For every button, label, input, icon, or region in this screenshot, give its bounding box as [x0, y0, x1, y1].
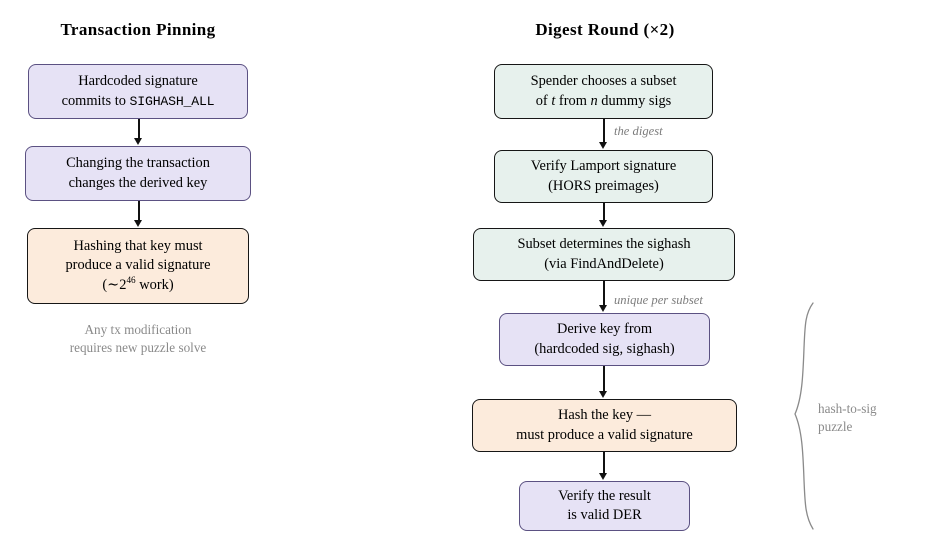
node-spender-chooses-subset: Spender chooses a subset of t from n dum…: [494, 64, 713, 119]
node-subset-determines-sighash: Subset determines the sighash (via FindA…: [473, 228, 735, 281]
node-line: Verify the result: [558, 487, 651, 504]
node-line: (HORS preimages): [548, 177, 659, 194]
node-hardcoded-signature: Hardcoded signature commits to SIGHASH_A…: [28, 64, 248, 119]
curly-brace-icon: [794, 302, 814, 530]
node-line: produce a valid signature: [65, 257, 211, 274]
brace-label-line: puzzle: [818, 419, 853, 435]
node-line: Spender chooses a subset: [530, 73, 677, 90]
node-line: Changing the transaction: [66, 155, 210, 172]
left-column-caption: Any tx modification requires new puzzle …: [18, 321, 258, 357]
node-line: must produce a valid signature: [516, 426, 693, 443]
node-verify-der: Verify the result is valid DER: [519, 481, 690, 531]
node-line: Hash the key —: [557, 407, 652, 424]
hash-to-sig-brace: [786, 300, 822, 537]
caption-line: requires new puzzle solve: [69, 340, 207, 356]
left-column-title: Transaction Pinning: [60, 20, 216, 39]
node-hash-the-key: Hash the key — must produce a valid sign…: [472, 399, 737, 452]
edge-label-unique-per-subset: unique per subset: [614, 293, 703, 307]
caption-line: Any tx modification: [84, 322, 192, 337]
node-line: Derive key from: [556, 321, 653, 338]
node-line: Hardcoded signature: [78, 73, 198, 90]
node-changing-transaction: Changing the transaction changes the der…: [25, 146, 251, 201]
edge-label-the-digest: the digest: [614, 124, 663, 138]
node-line: of t from n dummy sigs: [535, 92, 672, 109]
hash-to-sig-label: hash-to-sig puzzle: [818, 400, 877, 436]
node-line: (hardcoded sig, sighash): [534, 340, 675, 357]
brace-label-line: hash-to-sig: [818, 401, 877, 416]
right-column-title: Digest Round (×2): [535, 20, 675, 39]
node-hashing-key-work: Hashing that key must produce a valid si…: [27, 228, 249, 304]
node-line: Hashing that key must: [73, 238, 203, 255]
sighash-all-code: SIGHASH_ALL: [129, 93, 215, 109]
node-derive-key: Derive key from (hardcoded sig, sighash): [499, 313, 710, 366]
node-line: Verify Lamport signature: [530, 158, 677, 175]
node-line-work: (∼246 work): [102, 274, 174, 293]
node-line: commits to SIGHASH_ALL: [61, 92, 215, 109]
node-line: (via FindAndDelete): [544, 255, 664, 272]
node-verify-lamport-signature: Verify Lamport signature (HORS preimages…: [494, 150, 713, 203]
node-line: Subset determines the sighash: [517, 236, 691, 253]
node-line: changes the derived key: [68, 174, 208, 191]
node-line: is valid DER: [567, 507, 642, 523]
